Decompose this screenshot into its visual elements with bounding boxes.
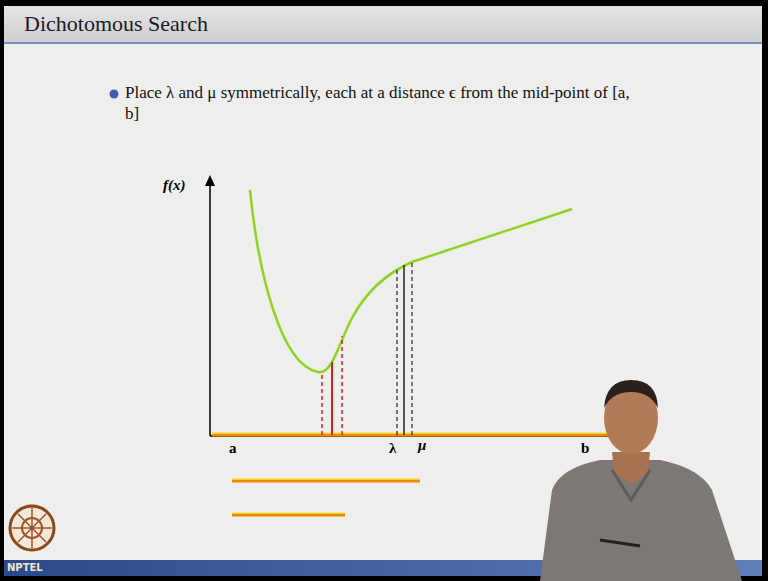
presenter — [540, 380, 742, 581]
x-axis — [210, 435, 640, 437]
function-curve — [250, 190, 572, 372]
title-rule — [4, 42, 762, 44]
probe-line — [411, 262, 412, 435]
title-bar — [4, 6, 762, 42]
axis-arrow — [205, 175, 215, 186]
logo-text: NPTEL — [7, 562, 43, 575]
interval-bar — [232, 513, 345, 514]
point-label: μ — [418, 436, 426, 455]
probe-line — [331, 362, 333, 435]
bullet-dot — [110, 90, 119, 99]
nptel-logo — [10, 506, 54, 550]
point-label: a — [229, 439, 237, 458]
axis-label: f(x) — [163, 176, 186, 195]
probe-line — [321, 372, 323, 435]
interval-bar — [212, 434, 630, 437]
probe-line — [403, 265, 405, 435]
probe-line — [341, 336, 343, 435]
slide-title: Dichotomous Search — [24, 11, 208, 37]
interval-bar — [232, 480, 420, 483]
point-label: λ — [389, 439, 396, 458]
bullet-text: Place λ and μ symmetrically, each at a d… — [125, 82, 645, 125]
interval-bar — [232, 514, 345, 517]
interval-bar — [232, 479, 420, 480]
interval-bar — [212, 433, 630, 434]
probe-line — [396, 268, 397, 435]
y-axis — [209, 180, 211, 436]
point-label: b — [581, 439, 589, 458]
